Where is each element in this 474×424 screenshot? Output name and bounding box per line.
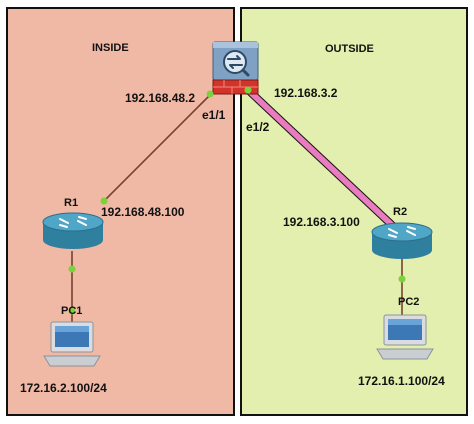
port-dot-r1-down (68, 265, 76, 273)
port-dot-r2-down (398, 275, 406, 283)
port-dot-firewall-inside (206, 90, 214, 98)
pc2-icon[interactable] (376, 314, 434, 360)
port-dot-firewall-outside (244, 86, 252, 94)
firewall-asa-icon[interactable] (212, 41, 259, 95)
router-r2-ip: 192.168.3.100 (283, 215, 360, 229)
outside-zone (240, 7, 468, 416)
router-r2-icon[interactable] (371, 222, 433, 259)
pc2-ip: 172.16.1.100/24 (358, 374, 445, 388)
firewall-outside-interface: e1/2 (246, 120, 270, 134)
pc1-icon[interactable] (43, 321, 101, 367)
router-r1-icon[interactable] (42, 212, 104, 249)
router-r1-ip: 192.168.48.100 (101, 205, 185, 219)
pc1-name: PC1 (61, 305, 82, 317)
firewall-inside-ip: 192.168.48.2 (125, 91, 195, 105)
link-firewall-r2-fill (243, 85, 396, 229)
router-r2-name: R2 (393, 206, 407, 218)
router-r1-name: R1 (64, 197, 78, 209)
pc2-name: PC2 (398, 296, 419, 308)
inside-zone-label: INSIDE (92, 42, 129, 54)
port-dot-pc1 (68, 307, 76, 315)
firewall-outside-ip: 192.168.3.2 (274, 86, 338, 100)
inside-zone (6, 7, 235, 416)
pc1-ip: 172.16.2.100/24 (20, 381, 107, 395)
firewall-inside-interface: e1/1 (202, 108, 226, 122)
port-dot-r1-up (100, 197, 108, 205)
outside-zone-label: OUTSIDE (325, 43, 374, 55)
link-r1-firewall (103, 94, 211, 202)
